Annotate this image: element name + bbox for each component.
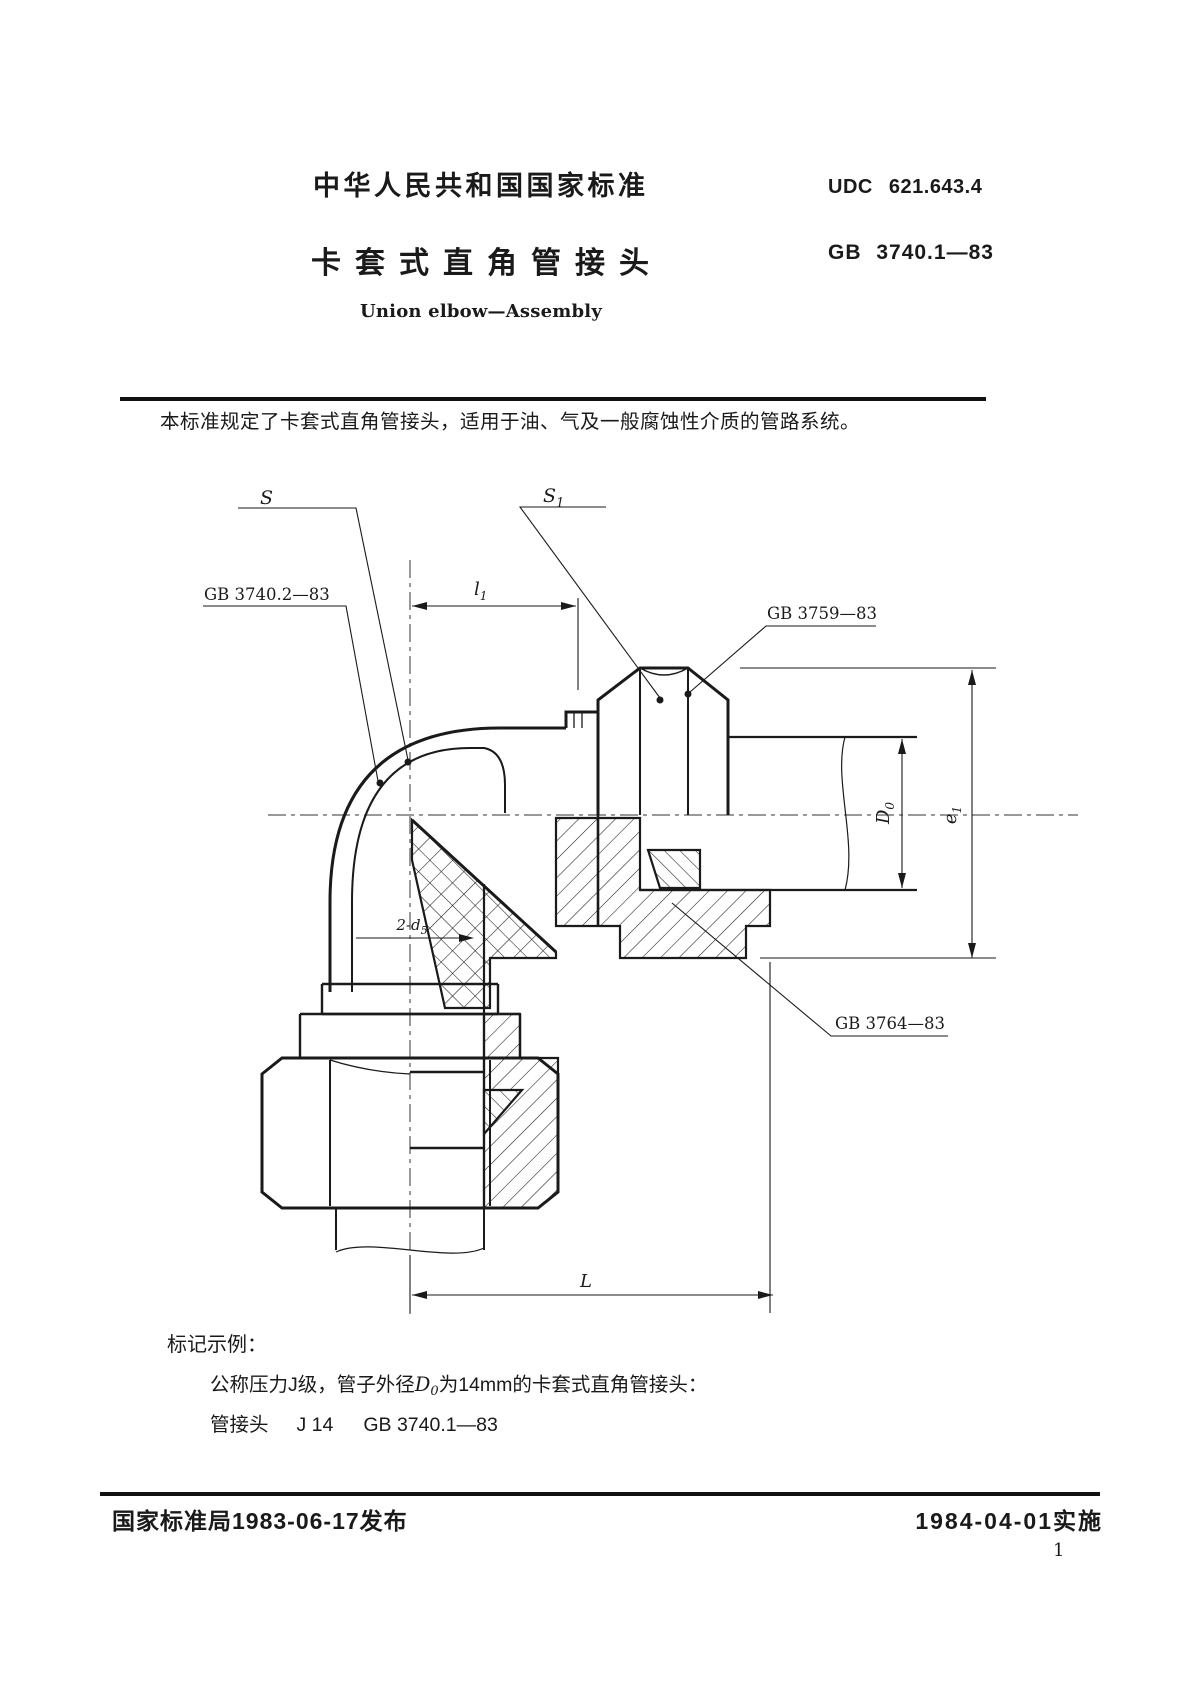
leader-lines — [203, 506, 948, 1037]
dimension-lines — [356, 598, 996, 1313]
scope-paragraph: 本标准规定了卡套式直角管接头，适用于油、气及一般腐蚀性介质的管路系统。 — [160, 411, 861, 433]
marking-code: J 14 — [296, 1414, 334, 1436]
marking-item: 管接头 — [210, 1414, 269, 1436]
label-2-d5: 2-d5 — [395, 916, 427, 937]
marking-standard: GB 3740.1—83 — [363, 1414, 498, 1436]
section-hatching — [410, 816, 772, 1210]
marking-example-heading: 标记示例： — [167, 1334, 267, 1356]
ferrule-section-right — [646, 848, 702, 890]
tube-break-line-bottom — [335, 1246, 485, 1254]
label-length: L — [579, 1271, 592, 1292]
footer-divider — [100, 1492, 1100, 1496]
page-number: 1 — [1053, 1540, 1065, 1561]
nut-section-bottom — [482, 1056, 560, 1210]
tube-end-lines — [410, 1070, 484, 1150]
marking-example-line1: 公称压力J级，管子外径D0为14mm的卡套式直角管接头： — [210, 1368, 707, 1399]
marking-line1-post: 为14mm的卡套式直角管接头： — [438, 1374, 708, 1396]
union-elbow-figure: S S1 GB 3740.2—83 GB 3759—83 GB 3764—83 … — [203, 485, 1078, 1318]
label-gb-ferrule: GB 3764—83 — [835, 1014, 945, 1033]
tube-break-line — [841, 736, 850, 891]
label-s: S — [260, 487, 273, 509]
header-divider — [120, 397, 986, 401]
label-gb-body: GB 3740.2—83 — [204, 585, 330, 604]
dimension-arrowheads — [412, 602, 976, 1299]
label-e1: e1 — [940, 806, 964, 824]
page-title: 卡套式直角管接头 — [311, 247, 663, 280]
bottom-nut-outline — [260, 1056, 560, 1210]
footer-implemented-date: 1984-04-01实施 — [915, 1508, 1103, 1534]
footer-issued-date: 国家标准局1983-06-17发布 — [112, 1508, 408, 1534]
marking-line1-pre: 公称压力J级，管子外径 — [210, 1374, 415, 1396]
standard-number: GB 3740.1—83 — [828, 241, 994, 264]
marking-example-line2: 管接头 J 14 GB 3740.1—83 — [210, 1408, 498, 1437]
marking-line1-symbol-sub: 0 — [430, 1384, 439, 1399]
udc-number: UDC 621.643.4 — [828, 176, 983, 198]
leader-dots — [376, 690, 692, 787]
marking-line1-symbol: D — [414, 1373, 431, 1396]
centerlines — [268, 560, 1078, 1318]
gland-section-bottom — [482, 1012, 522, 1060]
authority-heading: 中华人民共和国国家标准 — [313, 171, 649, 201]
figure-labels: S S1 GB 3740.2—83 GB 3759—83 GB 3764—83 … — [204, 485, 964, 1292]
bottom-assembly — [260, 982, 560, 1254]
elbow-body-outline — [328, 710, 598, 1208]
right-tube — [639, 735, 917, 892]
label-gb-nut: GB 3759—83 — [767, 604, 877, 623]
label-l1: l1 — [474, 579, 487, 603]
label-s1: S1 — [543, 485, 564, 511]
label-d0: D0 — [873, 802, 897, 825]
page-title-english: Union elbow—Assembly — [360, 301, 602, 322]
